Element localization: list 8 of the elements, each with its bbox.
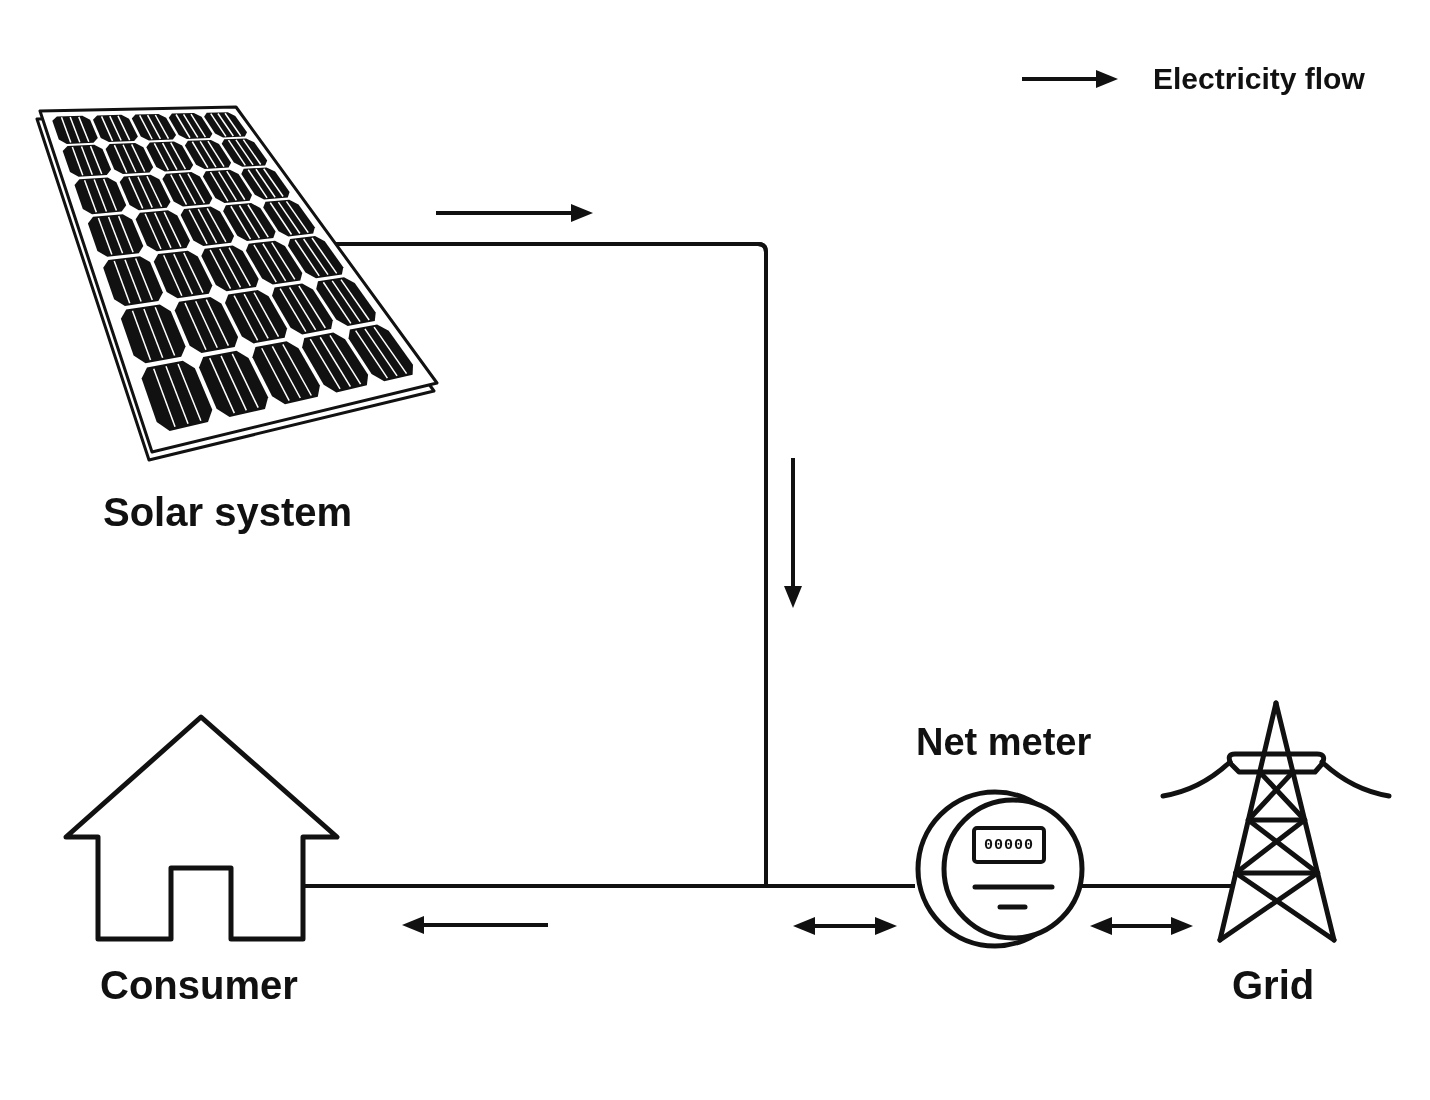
meter-reading: 00000 [984, 837, 1034, 853]
legend-text: Electricity flow [1153, 62, 1365, 97]
node-label: Grid [1232, 962, 1315, 1008]
node-label: Net meter [916, 721, 1092, 765]
wire-line [1093, 884, 1158, 888]
wire-line [342, 884, 915, 888]
node-label: Solar system [103, 489, 353, 535]
node-label: Consumer [100, 962, 298, 1008]
